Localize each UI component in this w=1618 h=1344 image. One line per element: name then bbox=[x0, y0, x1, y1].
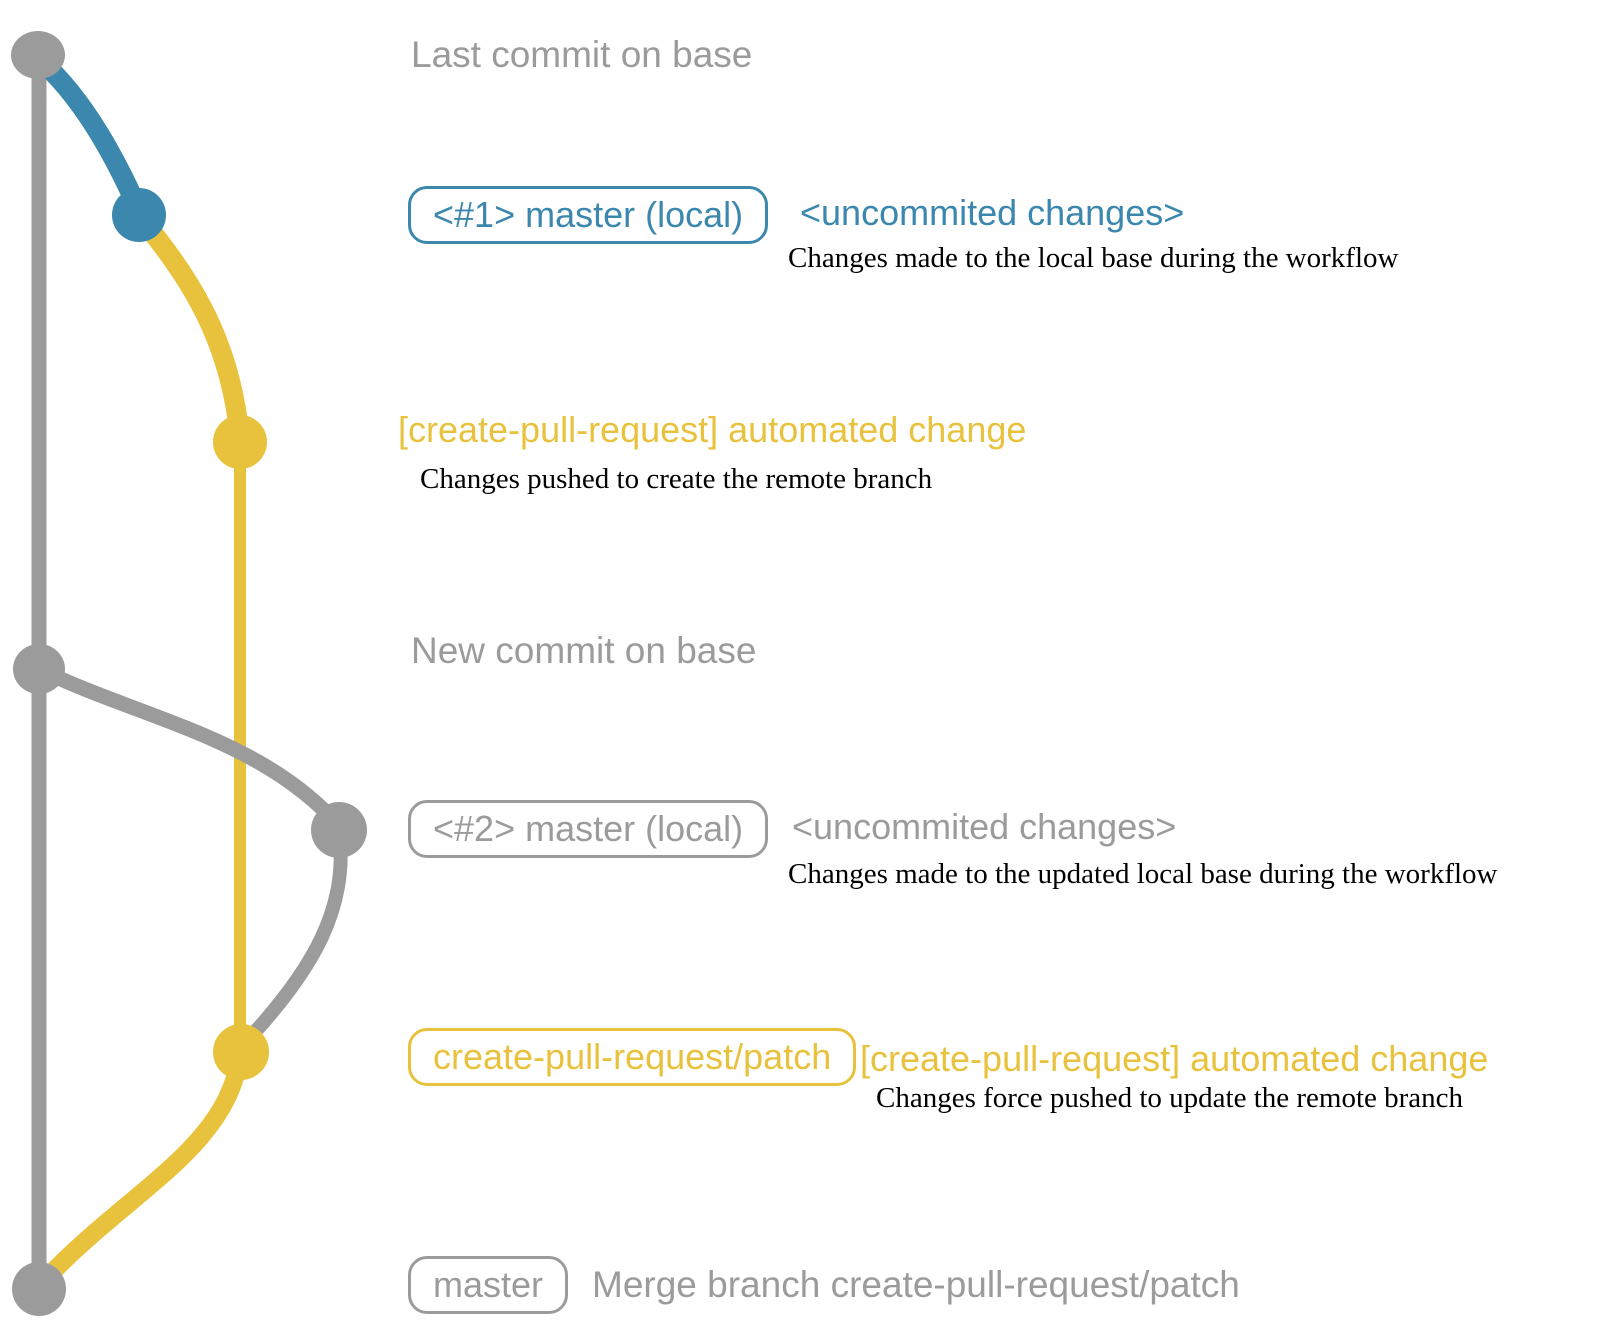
description-push-create-branch: Changes pushed to create the remote bran… bbox=[420, 463, 933, 495]
edge-merge-patch bbox=[33, 1046, 249, 1292]
commit-graph bbox=[11, 31, 367, 1316]
edge-force-push bbox=[235, 823, 348, 1053]
commit-node-patch-2 bbox=[213, 1024, 269, 1080]
branch-badge-master-local-1: <#1> master (local) bbox=[408, 186, 769, 244]
commit-node-master-local-1 bbox=[112, 188, 166, 242]
commit-node-new-base bbox=[13, 644, 65, 694]
headline-uncommited-changes-1: <uncommited changes> bbox=[800, 192, 1185, 233]
headline-uncommited-changes-2: <uncommited changes> bbox=[792, 806, 1177, 847]
edge-local-master-1 bbox=[30, 50, 149, 221]
label-merge-branch: Merge branch create-pull-request/patch bbox=[592, 1264, 1240, 1305]
branch-badge-master-local-2: <#2> master (local) bbox=[408, 800, 769, 858]
commit-node-merge bbox=[12, 1262, 66, 1316]
description-local-changes-2: Changes made to the updated local base d… bbox=[788, 858, 1498, 890]
branch-badge-master: master bbox=[408, 1256, 569, 1314]
branch-badge-create-pull-request-patch: create-pull-request/patch bbox=[408, 1028, 857, 1086]
commit-node-last-base bbox=[11, 31, 65, 79]
commit-node-master-local-2 bbox=[311, 802, 367, 858]
label-new-commit-on-base: New commit on base bbox=[411, 630, 757, 671]
commit-node-patch-1 bbox=[213, 415, 267, 469]
edge-local-master-2 bbox=[31, 661, 347, 834]
description-local-changes-1: Changes made to the local base during th… bbox=[788, 242, 1399, 274]
headline-automated-change-2: [create-pull-request] automated change bbox=[860, 1038, 1489, 1079]
label-last-commit-on-base: Last commit on base bbox=[411, 34, 753, 75]
headline-automated-change-1: [create-pull-request] automated change bbox=[398, 409, 1027, 450]
edge-patch-branch-create bbox=[129, 205, 250, 450]
description-force-push-update: Changes force pushed to update the remot… bbox=[876, 1082, 1464, 1114]
